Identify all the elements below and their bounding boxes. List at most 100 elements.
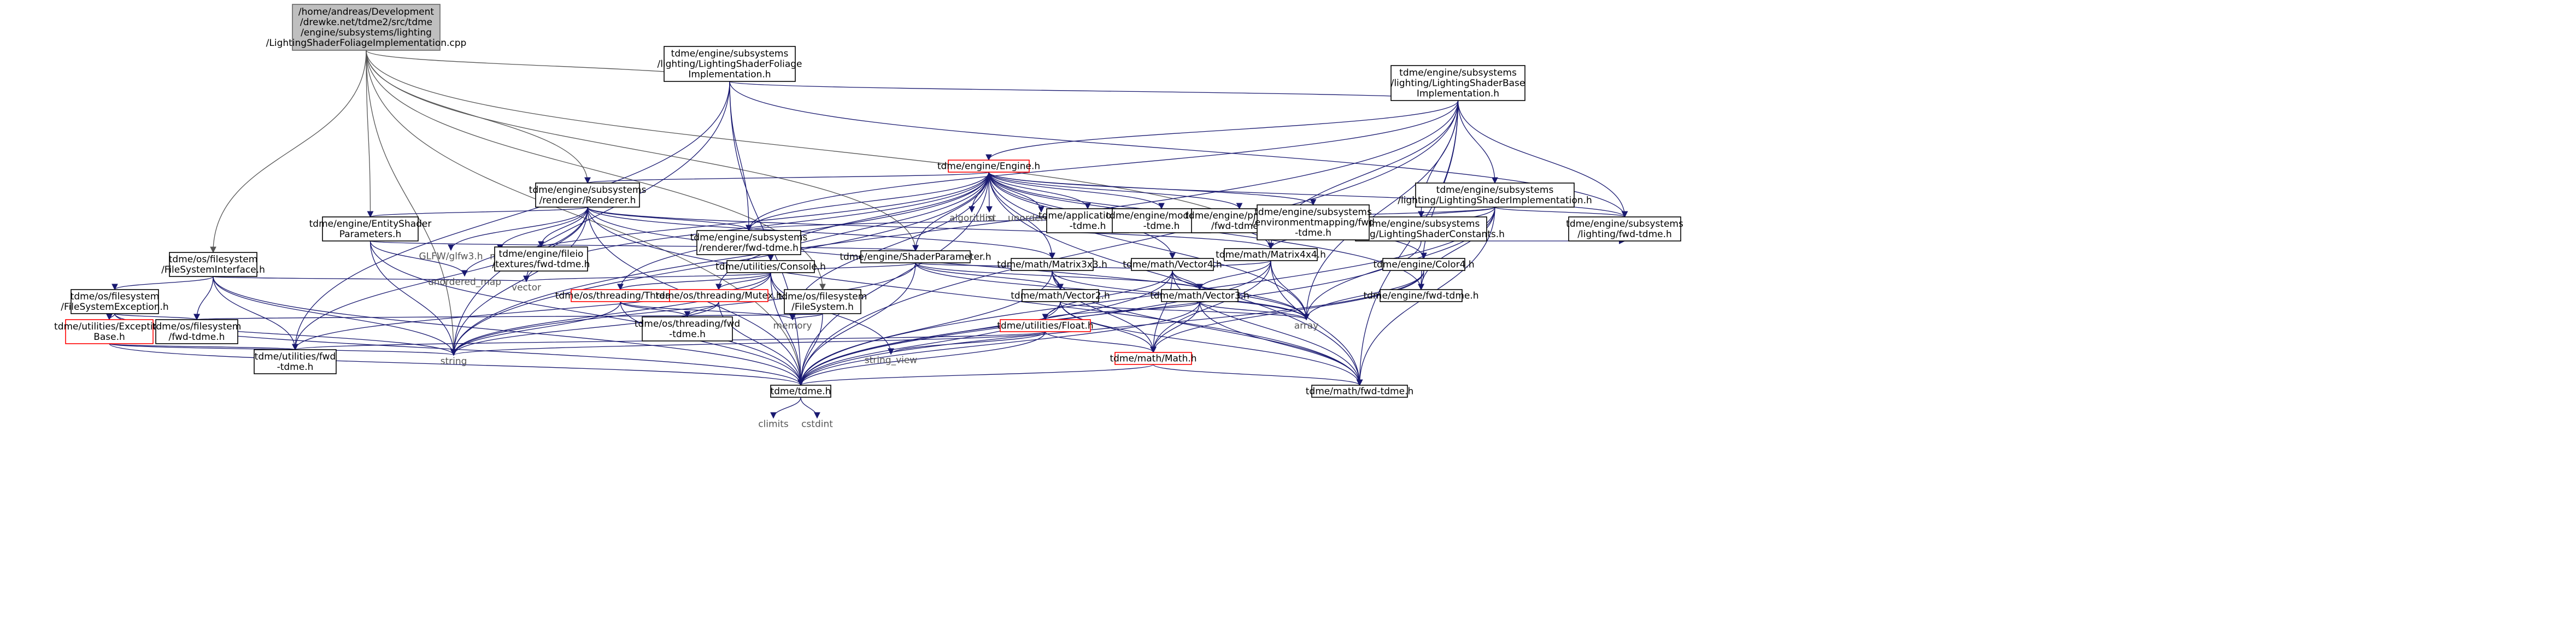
include-edge-engine_h-rendererfwd_h [746,172,989,232]
node-console-h[interactable]: tdme/utilities/Console.h [715,260,826,273]
include-edge-renderer_h-matrix4_h [587,207,1274,250]
include-edge-base_h-mathfwd_h [1356,100,1459,386]
node-box [669,289,768,302]
include-edge-fsinterface_h-fsexception_h [112,276,214,291]
include-edge-renderer_h-map [497,207,588,251]
include-edge-console_h-mutex_h [715,272,771,291]
node-impl-h[interactable]: tdme/engine/subsystems/lighting/Lighting… [1398,182,1592,208]
node-label-line: tdme/os/filesystem [152,321,242,332]
include-edge-engine_h-unordered_set [988,172,1045,213]
include-edge-fsinterface_h-string [213,276,457,356]
node-array: array [1294,321,1319,332]
include-edge-fsexception_h-exceptionbase_h [106,313,115,321]
node-engine-h[interactable]: tdme/engine/Engine.h [937,160,1040,173]
node-enginefwd-h[interactable]: tdme/engine/fwd-tdme.h [1363,289,1479,302]
node-box [726,260,815,273]
node-rendererfwd-h[interactable]: tdme/engine/subsystems/renderer/fwd-tdme… [690,230,808,255]
node-label-line: algorithm [949,213,994,224]
include-edge-vector4_h-mathh [1150,270,1173,354]
node-envfwd-h[interactable]: tdme/engine/subsystems/environmentmappin… [1252,204,1375,240]
node-label-line: /home/andreas/Development [298,7,434,17]
node-vector3-h[interactable]: tdme/math/Vector3.h [1150,289,1249,302]
include-edge-engine_h-string [450,172,989,356]
include-edge-foliage_h-base_h [729,81,1461,102]
node-box [664,46,796,82]
node-foliage-h[interactable]: tdme/engine/subsystems/lighting/Lighting… [657,46,802,82]
include-edge-thread_h-tdme_h [620,301,804,386]
node-utilfwd-h[interactable]: tdme/utilities/fwd-tdme.h [254,349,337,374]
node-vector2-h[interactable]: tdme/math/Vector2.h [1011,289,1110,302]
node-fsinterface-h[interactable]: tdme/os/filesystem/FileSystemInterface.h [161,252,265,277]
include-edge-vector2_h-tdme_h [797,301,1061,386]
node-label-line: tdme/math/fwd-tdme.h [1306,386,1414,397]
node-box [1380,289,1463,302]
include-edge-console_h-string [450,272,771,356]
include-edge-impl_h-enginefwd_h [1418,207,1495,291]
node-fsfwd-h[interactable]: tdme/os/filesystem/fwd-tdme.h [152,319,242,344]
node-label-line: -tdme.h [669,329,706,340]
node-filesystem-h[interactable]: tdme/os/filesystem/FileSystem.h [778,289,867,314]
node-box [322,216,419,242]
include-edge-renderer_h-string [450,207,588,356]
node-constants-h[interactable]: tdme/engine/subsystems/lighting/Lighting… [1337,216,1505,242]
node-box [1311,385,1408,398]
include-edge-engine_h-appfwd_h [988,172,1091,210]
include-edge-foliage_h-rendererfwd_h [729,81,752,232]
node-root[interactable]: /home/andreas/Development/drewke.net/tdm… [266,4,467,51]
include-edge-shaderparam_h-array [915,262,1310,321]
node-matrix3-h[interactable]: tdme/math/Matrix3x3.h [997,258,1107,271]
node-label-line: tdme/math/Matrix3x3.h [997,260,1107,270]
include-edge-engine_h-modelfwd_h [988,172,1165,210]
include-edge-base_h-rendererfwd_h [746,100,1459,232]
node-lightingfwd-h[interactable]: tdme/engine/subsystems/lighting/fwd-tdme… [1566,216,1683,242]
node-glfw-h: GLFW/glfw3.h [419,251,483,262]
node-texfwd-h[interactable]: tdme/engine/fileio/textures/fwd-tdme.h [492,246,590,272]
node-threadfwd-h[interactable]: tdme/os/threading/fwd-tdme.h [635,316,740,342]
include-edge-shaderparam_h-string [450,262,916,356]
include-edge-renderer_h-glfw_h [448,207,588,251]
include-edge-renderer_h-texfwd_h [538,207,588,248]
include-edge-float_h-string [450,331,1046,356]
node-label-line: /fwd-tdme.h [169,332,225,343]
node-fsexception-h[interactable]: tdme/os/filesystem/FileSystemException.h [61,289,169,314]
node-label-line: tdme/os/threading/fwd [635,319,740,329]
node-label-line: string [441,356,467,367]
include-edge-fsinterface_h-vector [213,275,529,282]
node-label-line: tdme/utilities/Console.h [715,262,826,273]
node-box [1000,319,1091,332]
node-base-h[interactable]: tdme/engine/subsystems/lighting/Lighting… [1390,65,1525,101]
node-box [1224,248,1318,261]
node-renderer-h[interactable]: tdme/engine/subsystems/renderer/Renderer… [529,182,647,208]
include-edge-base_h-impl_h [1457,100,1498,184]
include-edge-entityparams_h-shaderparam_h [369,240,918,252]
node-label-line: tdme/engine/EntityShader [309,219,432,229]
include-edge-tdme_h-climits [770,397,801,419]
include-edge-mutex_h-string [450,301,719,356]
node-float-h[interactable]: tdme/utilities/Float.h [997,319,1094,332]
include-edge-impl_h-tdme_h [797,207,1495,386]
node-box [696,230,801,255]
node-label-line: /lighting/LightingShaderBase [1391,78,1525,89]
node-color4-h[interactable]: tdme/engine/Color4.h [1373,258,1475,271]
node-box [1568,216,1681,242]
node-mathfwd-h[interactable]: tdme/math/fwd-tdme.h [1306,385,1414,398]
node-mutex-h[interactable]: tdme/os/threading/Mutex.h [655,289,782,302]
node-box [65,319,154,344]
node-shaderparam-h[interactable]: tdme/engine/ShaderParameter.h [840,250,991,263]
include-edge-engine_h-thread_h [617,172,989,291]
node-box [770,385,831,398]
node-box [784,289,861,314]
node-label-line: tdme/engine/model/fwd [1106,210,1217,221]
include-edge-vector3_h-float_h [1042,301,1200,321]
node-box [1114,352,1192,365]
node-label-line: tdme/utilities/Exception [54,321,165,332]
node-mathh[interactable]: tdme/math/Math.h [1110,352,1197,365]
node-string: string [441,356,467,367]
node-matrix4-h[interactable]: tdme/math/Matrix4x4.h [1216,248,1326,261]
node-box [1022,289,1099,302]
node-vector4-h[interactable]: tdme/math/Vector4.h [1123,258,1222,271]
include-edge-engine_h-lightingfwd_h [988,172,1628,218]
node-tdme-h[interactable]: tdme/tdme.h [770,385,831,398]
